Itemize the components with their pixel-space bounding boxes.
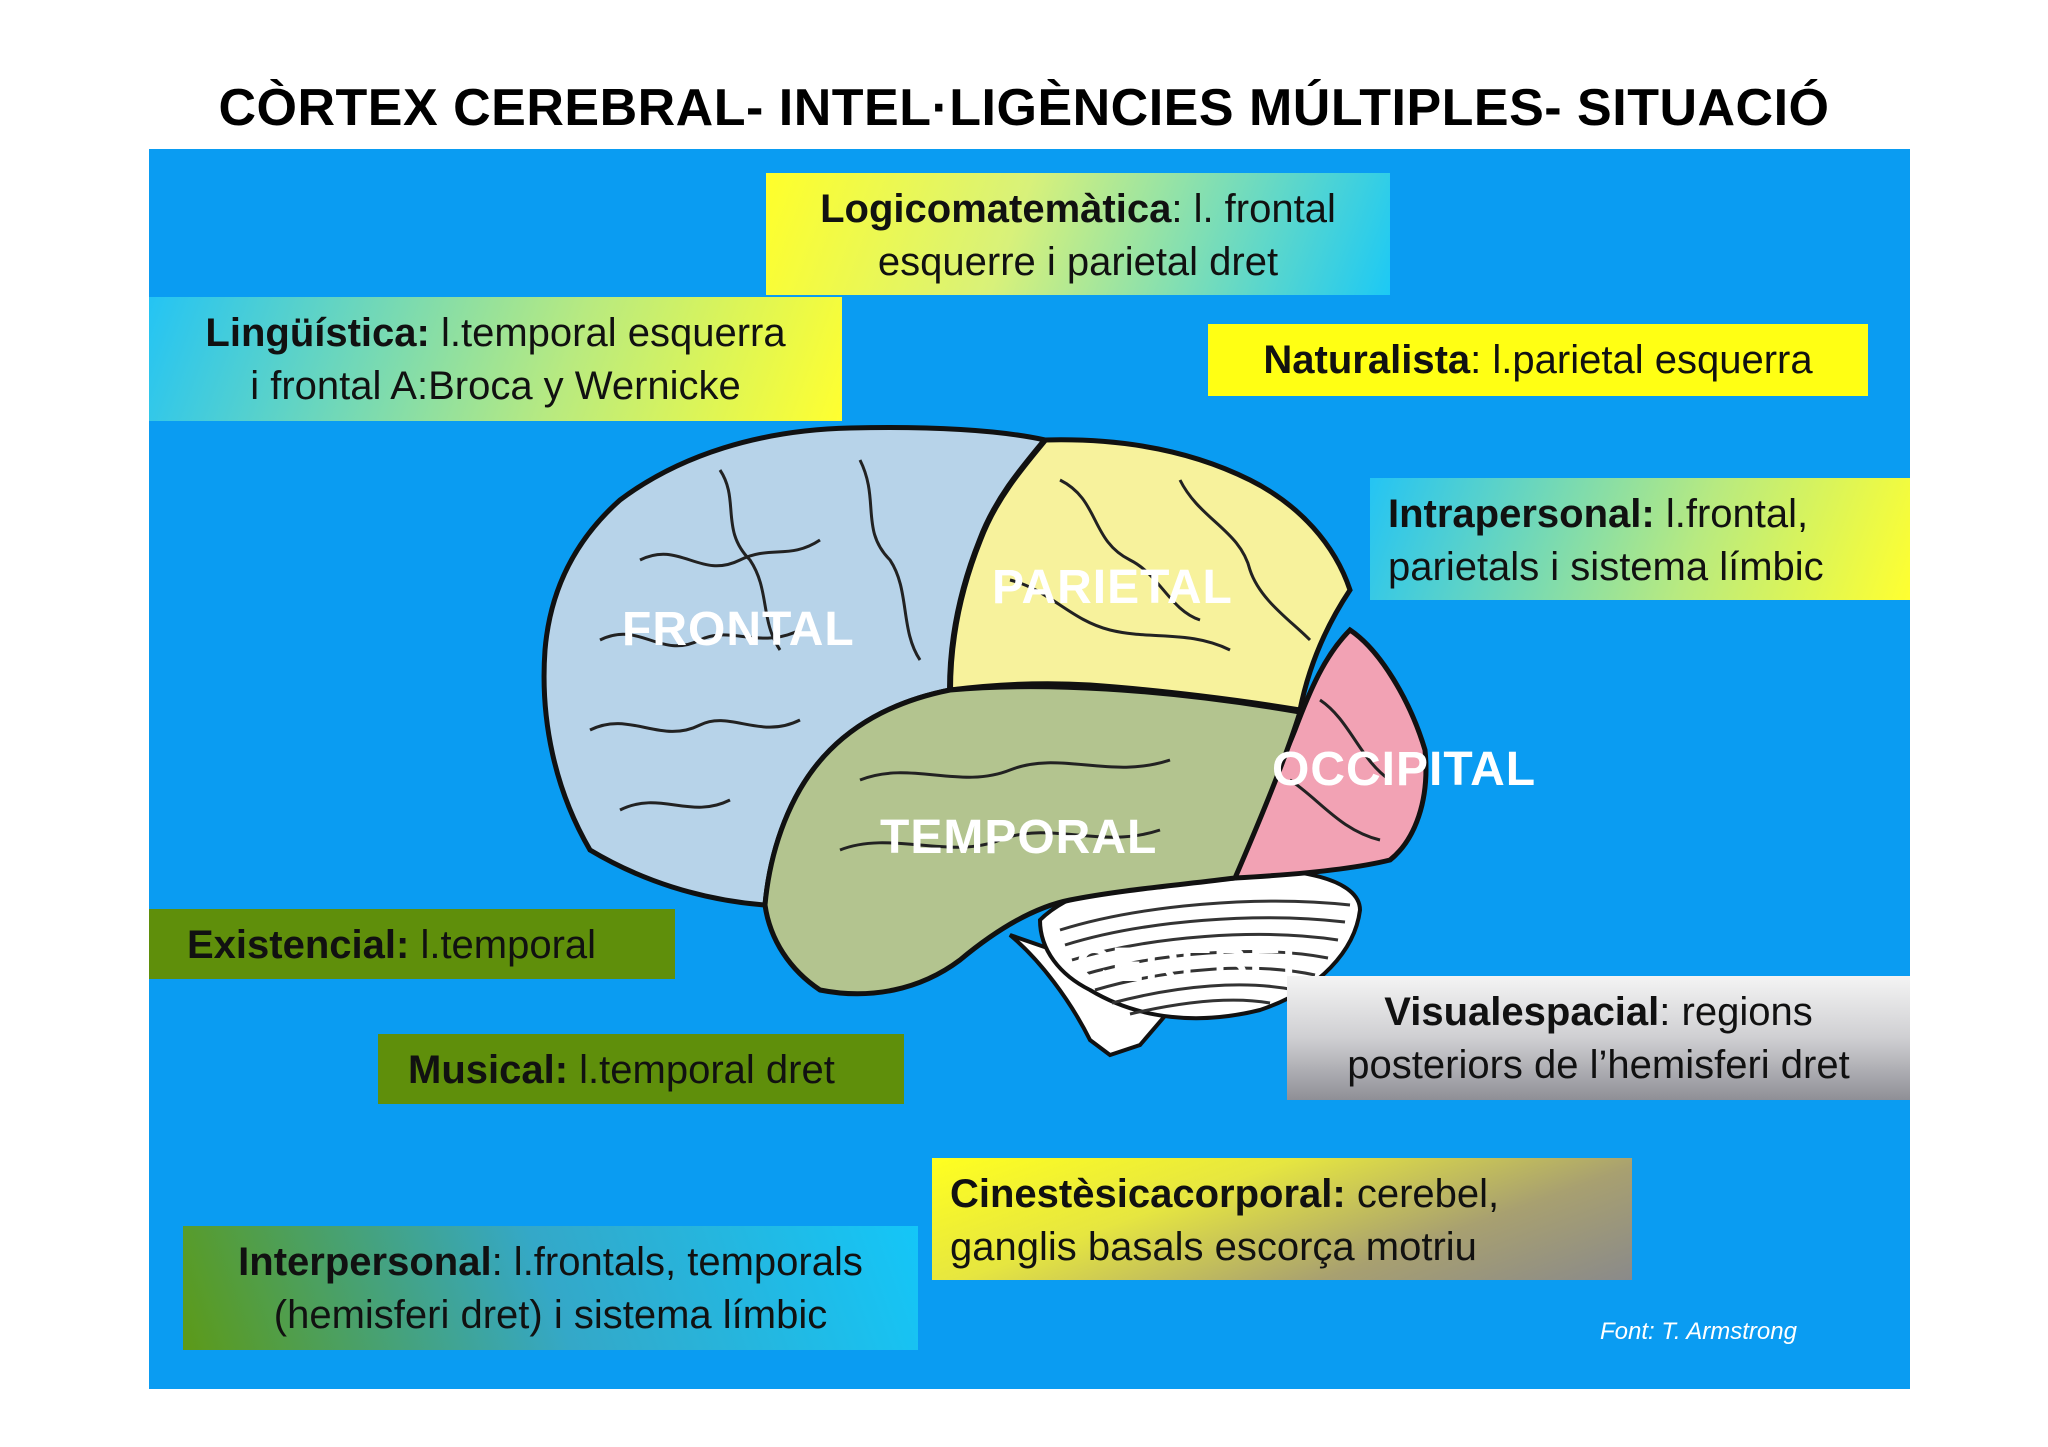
text-naturalista-1: : l.parietal esquerra xyxy=(1470,338,1813,382)
box-cinestesicacorporal: Cinestèsicacorporal: cerebel, ganglis ba… xyxy=(932,1158,1632,1280)
lobe-label-cerebel: CEREBEL xyxy=(1076,939,1313,992)
label-naturalista: Naturalista xyxy=(1263,338,1471,382)
label-interpersonal: Interpersonal xyxy=(238,1240,492,1284)
label-intrapersonal: Intrapersonal: xyxy=(1388,492,1655,536)
text-linguistica-2: i frontal A:Broca y Wernicke xyxy=(250,364,741,408)
text-intrapersonal-2: parietals i sistema límbic xyxy=(1388,545,1824,589)
label-linguistica: Lingüística: xyxy=(205,311,430,355)
text-logicomatematica-1: : l. frontal xyxy=(1171,187,1336,231)
text-visualespacial-1: : regions xyxy=(1659,990,1813,1034)
text-cinestesicacorporal-1: cerebel, xyxy=(1345,1172,1500,1216)
text-visualespacial-2: posteriors de l’hemisferi dret xyxy=(1347,1043,1850,1087)
text-musical-1: l.temporal dret xyxy=(568,1048,835,1092)
box-intrapersonal: Intrapersonal: l.frontal, parietals i si… xyxy=(1370,478,1910,600)
box-linguistica: Lingüística: l.temporal esquerra i front… xyxy=(149,297,842,421)
box-visualespacial: Visualespacial: regions posteriors de l’… xyxy=(1287,976,1910,1100)
text-interpersonal-2: (hemisferi dret) i sistema límbic xyxy=(273,1293,828,1337)
label-visualespacial: Visualespacial xyxy=(1384,990,1660,1034)
central-sulcus xyxy=(947,438,1048,691)
lobe-label-frontal: FRONTAL xyxy=(622,603,855,656)
text-interpersonal-1: : l.frontals, temporals xyxy=(491,1240,863,1284)
lobe-label-parietal: PARIETAL xyxy=(992,561,1233,614)
text-existencial-1: l.temporal xyxy=(409,923,597,967)
page-title: CÒRTEX CEREBRAL- INTEL·LIGÈNCIES MÚLTIPL… xyxy=(218,79,1830,137)
source-credit: Font: T. Armstrong xyxy=(1600,1318,1797,1345)
label-existencial: Existencial: xyxy=(187,923,410,967)
cerebel-folds xyxy=(1059,899,1351,1016)
brainstem xyxy=(1008,933,1173,1058)
box-musical: Musical: l.temporal dret xyxy=(378,1034,904,1104)
label-cinestesicacorporal: Cinestèsicacorporal: xyxy=(950,1172,1346,1216)
box-interpersonal: Interpersonal: l.frontals, temporals (he… xyxy=(183,1226,918,1350)
text-intrapersonal-1: l.frontal, xyxy=(1654,492,1809,536)
text-linguistica-1: l.temporal esquerra xyxy=(429,311,786,355)
label-musical: Musical: xyxy=(408,1048,569,1092)
text-logicomatematica-2: esquerre i parietal dret xyxy=(877,240,1279,284)
text-cinestesicacorporal-2: ganglis basals escorça motriu xyxy=(950,1225,1477,1269)
lobe-label-temporal: TEMPORAL xyxy=(880,811,1158,864)
box-logicomatematica: Logicomatemàtica: l. frontal esquerre i … xyxy=(766,173,1390,295)
lobe-label-occipital: OCCIPITAL xyxy=(1272,743,1537,796)
brain-sulci xyxy=(589,459,1391,852)
box-existencial: Existencial: l.temporal xyxy=(149,909,675,979)
label-logicomatematica: Logicomatemàtica xyxy=(820,187,1172,231)
temporal-region xyxy=(762,684,1304,997)
box-naturalista: Naturalista: l.parietal esquerra xyxy=(1208,324,1868,396)
